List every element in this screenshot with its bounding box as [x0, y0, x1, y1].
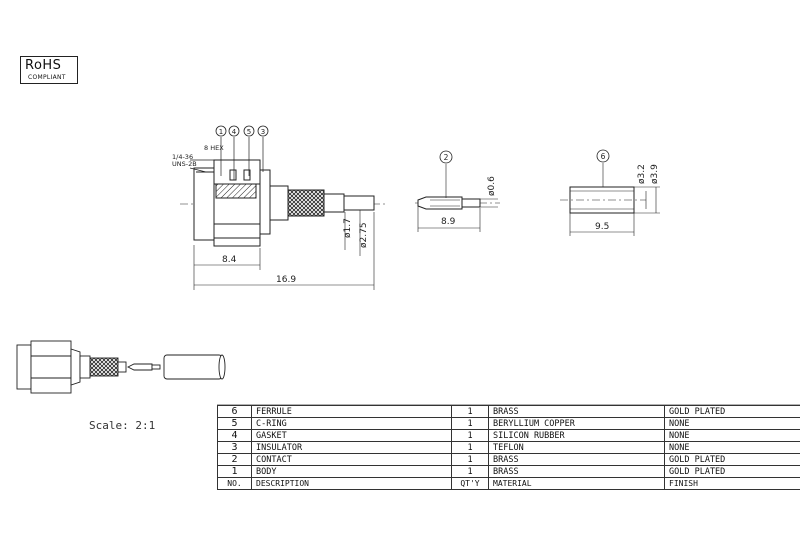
dim-d2-75: ø2.75: [359, 222, 369, 248]
bom-description: GASKET: [251, 429, 452, 442]
contact-dimension-lines: [417, 164, 498, 232]
header-finish: FINISH: [664, 477, 800, 490]
callout-circle-1: [215, 125, 227, 137]
dim-d3-2: ø3.2: [637, 164, 647, 184]
ferrule-dimension-lines: [569, 163, 660, 236]
table-header-row: NO. DESCRIPTION QT'Y MATERIAL FINISH: [217, 477, 800, 490]
bom-finish: NONE: [664, 441, 800, 454]
thread-label-2: UNS-2B: [172, 160, 197, 168]
rohs-badge: RoHS COMPLIANT: [20, 56, 78, 84]
ferrule-part-view: [560, 186, 646, 214]
bom-description: CONTACT: [251, 453, 452, 466]
bom-no: 2: [217, 453, 252, 466]
bom-qty: 1: [451, 465, 489, 478]
bom-qty: 1: [451, 441, 489, 454]
callout-1: 1: [219, 128, 223, 136]
bom-material: BRASS: [488, 465, 665, 478]
bom-description: C-RING: [251, 417, 452, 430]
bom-material: TEFLON: [488, 441, 665, 454]
bom-finish: NONE: [664, 429, 800, 442]
bom-no: 6: [217, 405, 252, 418]
connector-side-view: [180, 159, 385, 247]
bom-qty: 1: [451, 405, 489, 418]
callout-circle-3: [257, 125, 269, 137]
bom-no: 4: [217, 429, 252, 442]
bom-no: 5: [217, 417, 252, 430]
dim-9-5: 9.5: [595, 222, 609, 232]
table-row: 6 FERRULE 1 BRASS GOLD PLATED: [217, 405, 800, 418]
bom-finish: GOLD PLATED: [664, 465, 800, 478]
callout-3: 3: [261, 128, 265, 136]
header-qty: QT'Y: [451, 477, 489, 490]
table-row: 1 BODY 1 BRASS GOLD PLATED: [217, 465, 800, 478]
bom-no: 3: [217, 441, 252, 454]
header-material: MATERIAL: [488, 477, 665, 490]
dim-16-9: 16.9: [276, 275, 296, 285]
callout-circle-6: [596, 149, 610, 163]
callout-circle-5: [243, 125, 255, 137]
callout-6: 6: [601, 152, 606, 161]
bom-finish: GOLD PLATED: [664, 453, 800, 466]
bom-material: BRASS: [488, 453, 665, 466]
callout-circle-4: [228, 125, 240, 137]
dim-d1-7: ø1.7: [343, 218, 353, 238]
rohs-compliant-label: COMPLIANT: [28, 74, 66, 81]
thread-label-1: 1/4-36: [172, 153, 193, 161]
hex-label: 8 HEX: [204, 144, 224, 152]
parts-3d-illustration: [16, 340, 226, 394]
scale-label: Scale: 2:1: [89, 419, 156, 432]
callout-5: 5: [247, 128, 251, 136]
main-callouts: [189, 137, 264, 180]
callout-4: 4: [232, 128, 237, 136]
bom-material: BERYLLIUM COPPER: [488, 417, 665, 430]
rohs-label: RoHS: [25, 58, 62, 73]
bom-description: FERRULE: [251, 405, 452, 418]
table-row: 4 GASKET 1 SILICON RUBBER NONE: [217, 429, 800, 442]
bom-finish: GOLD PLATED: [664, 405, 800, 418]
bom-material: SILICON RUBBER: [488, 429, 665, 442]
bom-no: 1: [217, 465, 252, 478]
bom-qty: 1: [451, 429, 489, 442]
dim-d3-9: ø3.9: [650, 164, 660, 184]
callout-2: 2: [444, 153, 449, 162]
main-dimension-lines: [193, 210, 375, 290]
callout-circle-2: [439, 150, 453, 164]
header-no: NO.: [217, 477, 252, 490]
bom-description: INSULATOR: [251, 441, 452, 454]
bom-qty: 1: [451, 417, 489, 430]
table-row: 3 INSULATOR 1 TEFLON NONE: [217, 441, 800, 454]
bill-of-materials-table: 6 FERRULE 1 BRASS GOLD PLATED 5 C-RING 1…: [217, 405, 800, 490]
bom-material: BRASS: [488, 405, 665, 418]
dim-d0-6: ø0.6: [487, 176, 497, 196]
dim-8-9: 8.9: [441, 217, 456, 227]
bom-qty: 1: [451, 453, 489, 466]
bom-description: BODY: [251, 465, 452, 478]
bom-finish: NONE: [664, 417, 800, 430]
dim-8-4: 8.4: [222, 255, 237, 265]
table-row: 5 C-RING 1 BERYLLIUM COPPER NONE: [217, 417, 800, 430]
table-row: 2 CONTACT 1 BRASS GOLD PLATED: [217, 453, 800, 466]
header-description: DESCRIPTION: [251, 477, 452, 490]
